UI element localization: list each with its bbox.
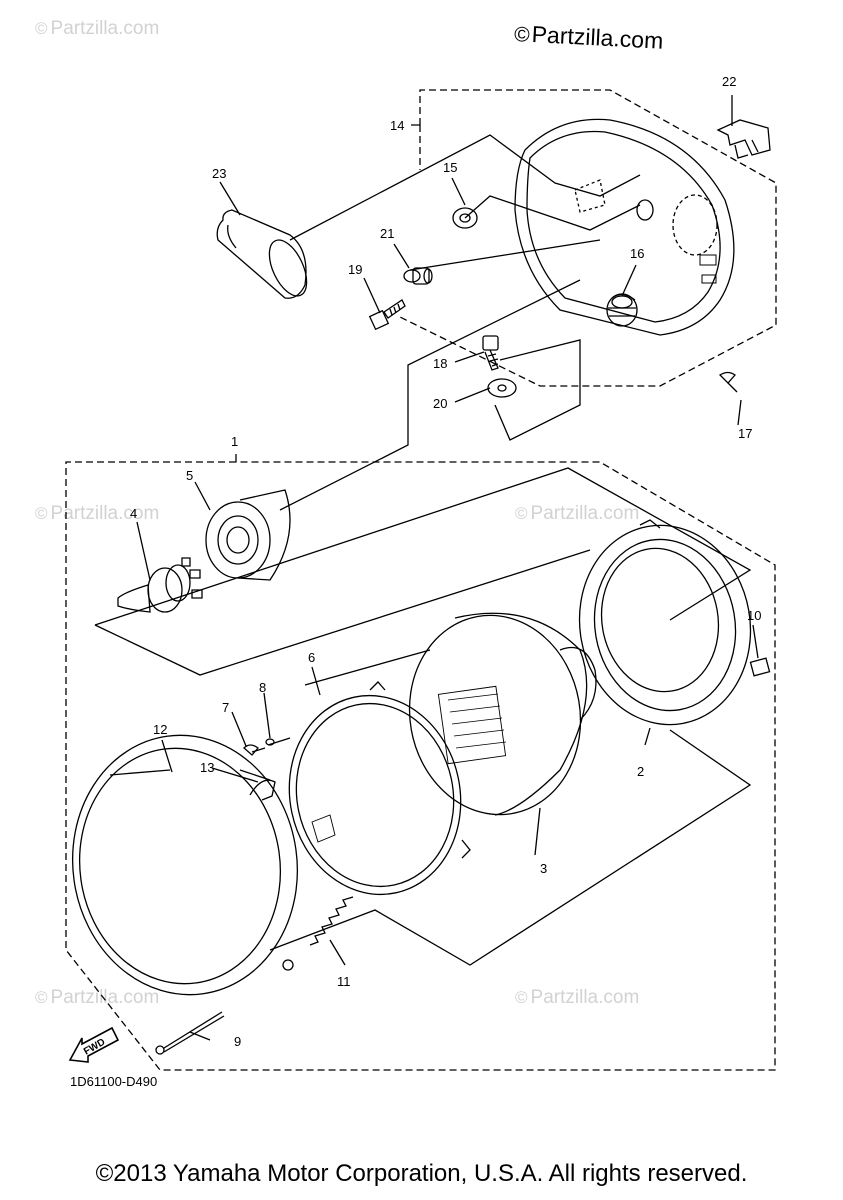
callout-23: 23 [212,166,226,181]
assembly-line [304,649,431,686]
assembly-line [494,339,581,441]
part-8-washer [265,738,275,746]
callout-15: 15 [443,160,457,175]
housing-group-outline [399,89,777,387]
callout-21: 21 [380,226,394,241]
callout-8: 8 [259,680,266,695]
callout-11: 11 [337,974,351,989]
watermark: ©Partzilla.com [515,503,640,524]
assembly-line [279,279,581,511]
headlight-unit-outline [65,461,776,1071]
callout-13: 13 [200,760,214,775]
diagram-code: 1D61100-D490 [70,1074,158,1089]
part-9-screw [155,1011,225,1055]
part-10-nut [749,657,771,677]
assembly-line [464,195,641,231]
part-4-bulb [117,557,203,613]
callout-3: 3 [540,861,547,876]
part-20-washer [487,378,517,398]
part-2-ring [578,519,752,726]
part-7-screw [243,744,266,756]
part-18-bolt [482,335,499,371]
assembly-line [269,729,752,966]
callouts: 1 2 3 4 5 6 7 8 9 10 11 12 13 14 15 16 1… [130,74,761,1049]
watermark: ©Partzilla.com [35,987,160,1008]
watermark: ©Partzilla.com [515,987,640,1008]
callout-12: 12 [153,722,167,737]
assembly-line [289,134,641,241]
callout-4: 4 [130,506,137,521]
part-3-lens [408,612,597,816]
copyright-notice: ©2013 Yamaha Motor Corporation, U.S.A. A… [95,1160,748,1187]
part-16-holder [611,295,633,309]
callout-17: 17 [738,426,752,441]
assembly-line [267,737,291,746]
part-12-rim [71,734,299,996]
assembly-line [94,467,752,626]
part-17-screw [718,371,738,393]
watermark: ©Partzilla.com [35,503,160,524]
callout-14: 14 [390,118,404,133]
part-14-housing [514,118,735,336]
callout-18: 18 [433,356,447,371]
part-13-clip [249,779,276,801]
part-5-socket [205,489,291,581]
callout-20: 20 [433,396,447,411]
callout-2: 2 [637,764,644,779]
fwd-label: FWD [82,1037,107,1058]
part-22-clamp [716,119,771,159]
part-15-grommet [452,207,478,229]
watermark: ©Partzilla.com [35,18,160,39]
callout-10: 10 [747,608,761,623]
callout-7: 7 [222,700,229,715]
callout-5: 5 [186,468,193,483]
callout-6: 6 [308,650,315,665]
callout-16: 16 [630,246,644,261]
part-11-spring [309,896,354,946]
fwd-arrow-icon [68,1026,120,1063]
assembly-line [94,549,591,676]
callout-1: 1 [231,434,238,449]
part-21-collar [403,267,433,285]
part-23-cover [216,209,308,299]
assembly-line [409,239,601,271]
callout-19: 19 [348,262,362,277]
callout-22: 22 [722,74,736,89]
part-6-ring [288,681,471,896]
callout-9: 9 [234,1034,241,1049]
part-19-bolt [368,299,406,331]
